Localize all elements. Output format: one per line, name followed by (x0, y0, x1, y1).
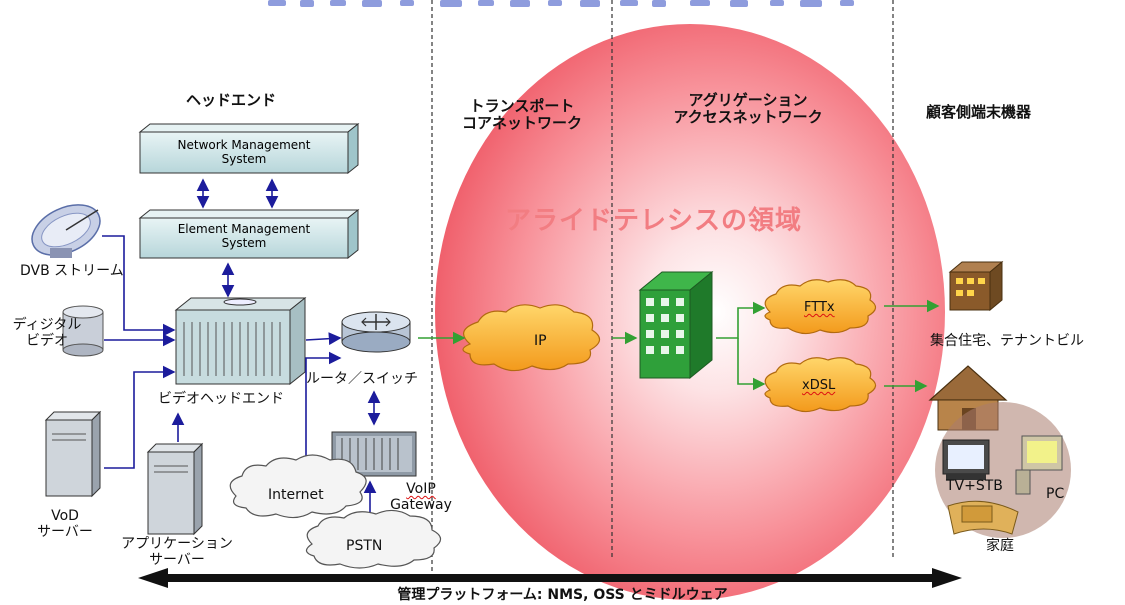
section-transport: トランスポート コアネットワーク (452, 97, 592, 133)
ems-box (138, 208, 360, 260)
nms-label: Network Management System (140, 138, 348, 167)
section-aggregation-line1: アグリゲーション (688, 91, 808, 109)
application-server-label: アプリケーション サーバー (112, 536, 242, 568)
aggregation-building-icon (638, 270, 714, 380)
tv-stb-label: TV+STB (946, 478, 1003, 494)
vod-server-icon (44, 410, 102, 498)
digital-video-label-line2: ビデオ (26, 333, 68, 350)
management-platform-arrow (138, 568, 962, 588)
router-icon (341, 311, 411, 353)
xdsl-label: xDSL (802, 378, 836, 393)
nms-label-line2: System (221, 151, 267, 166)
voip-gateway-label-line2: Gateway (390, 497, 452, 514)
digital-video-label-line1: ディジタル (12, 317, 82, 333)
application-server-icon (146, 442, 204, 536)
xdsl-cloud (764, 357, 877, 413)
ems-label: Element Management System (140, 222, 348, 251)
digital-video-label: ディジタル ビデオ (12, 317, 82, 349)
section-aggregation-line2: アクセスネットワーク (673, 108, 823, 127)
video-headend-icon (174, 296, 307, 386)
voip-gateway-label: VoIP Gateway (386, 481, 456, 513)
link-building-fttx (716, 301, 766, 339)
tv-icon (942, 439, 990, 480)
pstn-label: PSTN (346, 538, 383, 554)
pc-icon (1015, 435, 1063, 495)
cropped-title-fragment (268, 0, 854, 7)
section-customer: 顧客側端末機器 (926, 103, 1032, 121)
link-headend-router (305, 332, 342, 346)
link-dvb-headend (102, 235, 176, 337)
fttx-label: FTTx (804, 300, 835, 315)
application-server-label-line1: アプリケーション (121, 536, 233, 552)
vod-label: VoD サーバー (30, 508, 100, 540)
application-server-label-line2: サーバー (149, 552, 205, 569)
pc-label: PC (1046, 486, 1065, 502)
region-title: アライドテレシスの領域 (505, 206, 803, 236)
apartment-label: 集合住宅、テナントビル (930, 333, 1084, 349)
satellite-dish-icon (31, 204, 101, 258)
ip-cloud (462, 304, 601, 372)
voip-gateway-label-line1: VoIP (406, 481, 436, 497)
link-vod-headend (104, 365, 176, 469)
ems-label-line1: Element Management (177, 222, 311, 236)
fttx-cloud (764, 279, 877, 335)
link-building-xdsl (737, 338, 766, 391)
nms-label-line1: Network Management (177, 138, 311, 152)
section-transport-line2: コアネットワーク (461, 114, 582, 133)
router-label: ルータ／スイッチ (306, 371, 418, 387)
section-headend: ヘッドエンド (186, 91, 277, 109)
vod-label-line1: VoD (51, 508, 79, 524)
internet-cloud (229, 454, 367, 519)
vod-label-line2: サーバー (37, 524, 93, 541)
apartment-building-icon (948, 260, 1004, 312)
telephone-icon (947, 500, 1019, 535)
ems-label-line2: System (221, 235, 267, 250)
section-aggregation: アグリゲーション アクセスネットワーク (658, 91, 838, 127)
section-transport-line1: トランスポート (469, 97, 575, 115)
pstn-cloud (305, 509, 442, 569)
digital-video-storage-icon (62, 305, 104, 357)
internet-label: Internet (268, 487, 324, 503)
management-platform-label: 管理プラットフォーム: NMS, OSS とミドルウェア (397, 587, 728, 603)
video-headend-label: ビデオヘッドエンド (158, 391, 284, 407)
dvb-label: DVB ストリーム (20, 263, 124, 279)
ip-label: IP (534, 333, 547, 349)
home-label: 家庭 (986, 538, 1014, 554)
nms-box (138, 122, 360, 175)
link-internet-router (305, 351, 342, 476)
